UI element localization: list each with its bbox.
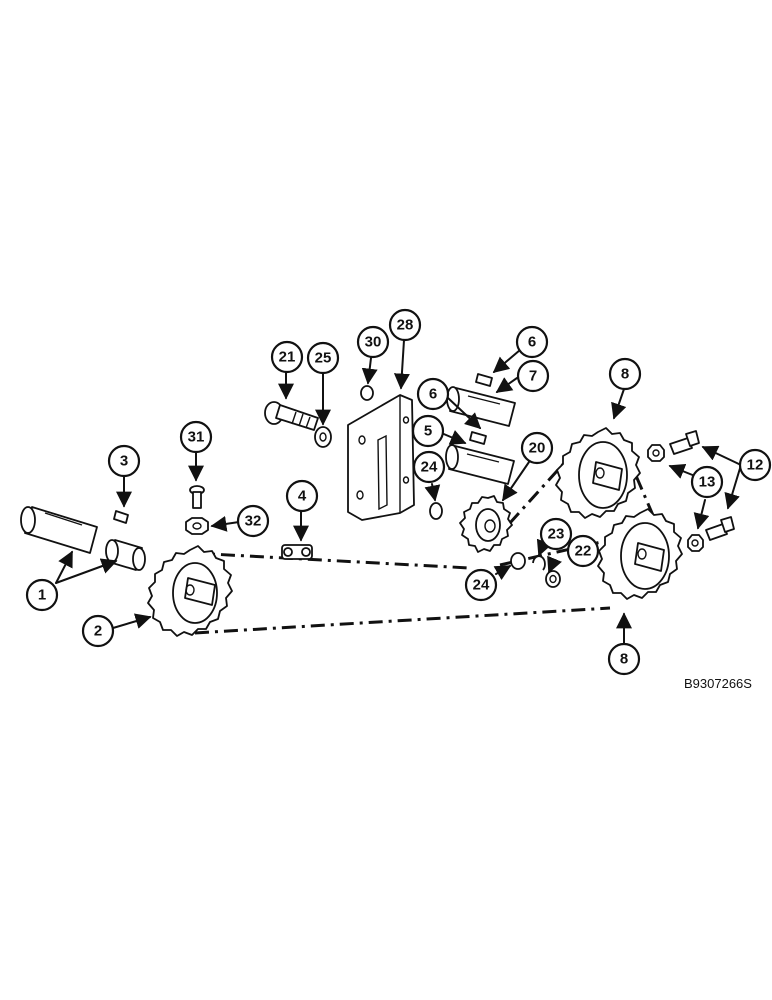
callout-2: 2 — [81, 614, 115, 648]
svg-text:25: 25 — [315, 350, 332, 367]
svg-text:7: 7 — [529, 368, 537, 385]
callout-1: 1 — [25, 578, 59, 612]
callout-7: 7 — [516, 359, 550, 393]
figure-reference-code: B9307266S — [684, 676, 752, 691]
bolt-part-31 — [189, 485, 205, 509]
snap-ring-part-23 — [532, 555, 546, 571]
callout-3: 3 — [107, 444, 141, 478]
washer-part-30 — [360, 385, 374, 401]
bolt-part-12-upper — [669, 430, 700, 455]
hub-part-1 — [105, 539, 146, 571]
svg-text:4: 4 — [298, 488, 307, 505]
svg-text:32: 32 — [245, 513, 262, 530]
shaft-part-5 — [445, 444, 515, 485]
sprocket-part-8-lower — [597, 508, 683, 600]
washer-part-25 — [314, 426, 332, 448]
svg-text:24: 24 — [473, 577, 490, 594]
nut-part-32 — [185, 517, 209, 535]
callout-32: 32 — [236, 504, 270, 538]
bolt-part-12-lower — [705, 516, 735, 541]
svg-text:2: 2 — [94, 623, 102, 640]
key-part-6-lower — [469, 431, 487, 445]
callout-24b: 24 — [464, 568, 498, 602]
svg-text:6: 6 — [528, 334, 536, 351]
sprocket-part-20 — [459, 495, 513, 553]
callout-8a: 8 — [608, 357, 642, 391]
callout-22: 22 — [566, 534, 600, 568]
svg-text:22: 22 — [575, 543, 592, 560]
svg-text:6: 6 — [429, 386, 437, 403]
svg-text:24: 24 — [421, 459, 438, 476]
callout-25: 25 — [306, 341, 340, 375]
callout-24a: 24 — [412, 450, 446, 484]
washer-part-22 — [545, 570, 561, 588]
svg-text:30: 30 — [365, 334, 382, 351]
callout-12: 12 — [738, 448, 772, 482]
callout-13: 13 — [690, 465, 724, 499]
key-part-3 — [113, 510, 129, 524]
callout-23: 23 — [539, 517, 573, 551]
washer-part-24-lower — [510, 552, 526, 570]
svg-text:23: 23 — [548, 526, 565, 543]
svg-text:3: 3 — [120, 453, 128, 470]
nut-part-13-upper — [647, 444, 665, 462]
washer-part-24-upper — [429, 502, 443, 520]
callout-4: 4 — [285, 479, 319, 513]
callout-8b: 8 — [607, 642, 641, 676]
svg-text:31: 31 — [188, 429, 205, 446]
svg-text:20: 20 — [529, 440, 546, 457]
callout-20: 20 — [520, 431, 554, 465]
svg-text:5: 5 — [424, 423, 432, 440]
sprocket-part-2 — [147, 545, 233, 637]
shaft-part-1 — [20, 506, 98, 554]
callout-21: 21 — [270, 340, 304, 374]
callout-5: 5 — [411, 414, 445, 448]
svg-text:21: 21 — [279, 349, 296, 366]
svg-text:8: 8 — [621, 366, 629, 383]
callout-6b: 6 — [416, 377, 450, 411]
callout-6a: 6 — [515, 325, 549, 359]
nut-part-13-lower — [687, 534, 704, 552]
key-part-6-upper — [475, 373, 493, 387]
plate-part-28 — [347, 394, 415, 521]
svg-text:8: 8 — [620, 651, 628, 668]
callout-30: 30 — [356, 325, 390, 359]
callout-28: 28 — [388, 308, 422, 342]
svg-text:12: 12 — [747, 457, 764, 474]
connecting-link-part-4 — [281, 544, 313, 560]
svg-text:1: 1 — [38, 587, 46, 604]
sprocket-part-8-upper — [555, 427, 641, 519]
callout-31: 31 — [179, 420, 213, 454]
bolt-part-21 — [264, 401, 319, 431]
svg-text:13: 13 — [699, 474, 716, 491]
svg-text:28: 28 — [397, 317, 414, 334]
